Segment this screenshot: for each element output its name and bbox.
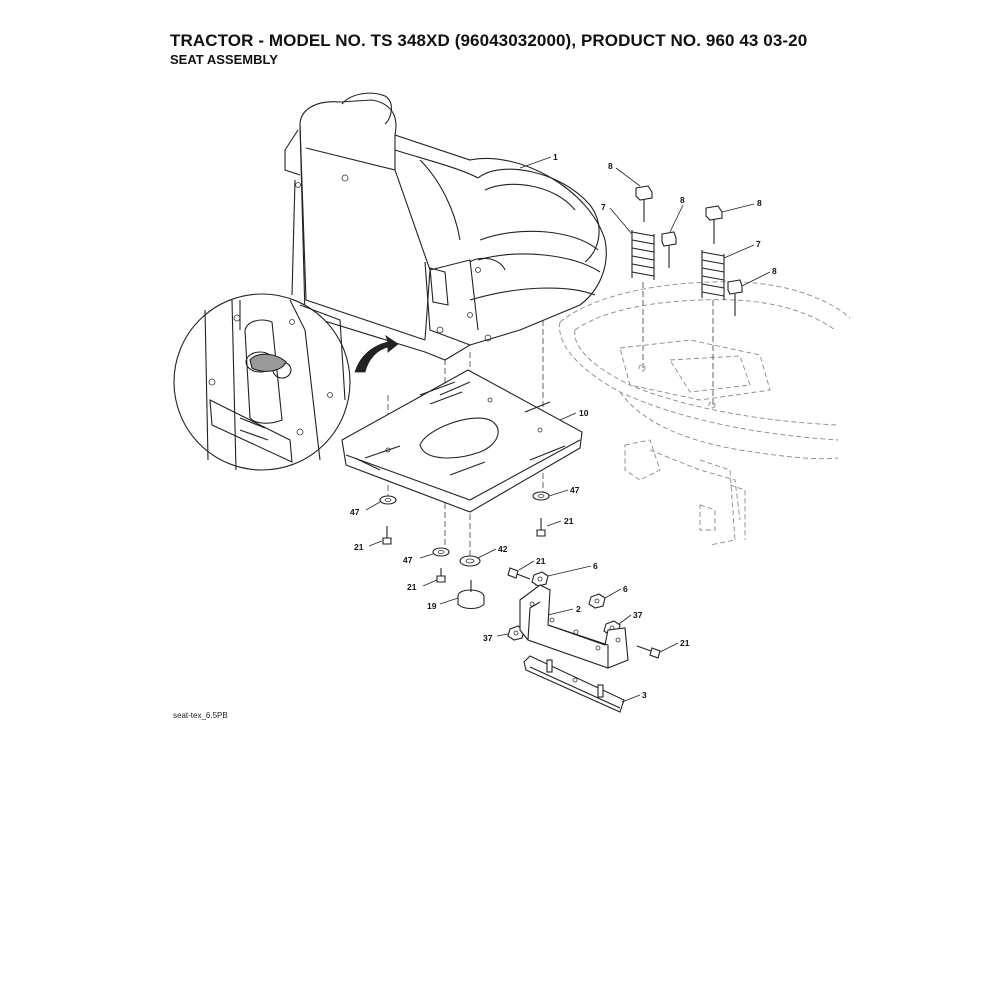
leader-lines xyxy=(365,156,771,703)
callout-7: 7 xyxy=(601,202,606,212)
spring-right xyxy=(701,250,725,300)
callout-8: 8 xyxy=(757,198,762,208)
detail-arrow-icon xyxy=(354,335,399,373)
callout-2: 2 xyxy=(576,604,581,614)
page-subtitle: SEAT ASSEMBLY xyxy=(170,52,278,67)
callout-8: 8 xyxy=(772,266,777,276)
callout-3: 3 xyxy=(642,690,647,700)
screw-21d xyxy=(507,567,531,580)
screw-21a xyxy=(382,526,392,545)
bolt-8b xyxy=(661,231,677,268)
callout-21: 21 xyxy=(354,542,364,552)
washer-47c xyxy=(432,547,450,557)
callout-47: 47 xyxy=(350,507,360,517)
callout-10: 10 xyxy=(579,408,589,418)
tractor-frame-ghost xyxy=(559,281,851,546)
bolt-8a xyxy=(635,185,653,222)
callout-8: 8 xyxy=(608,161,613,171)
callout-6: 6 xyxy=(593,561,598,571)
callout-47: 47 xyxy=(570,485,580,495)
callout-6: 6 xyxy=(623,584,628,594)
washer-42 xyxy=(459,555,481,567)
springs-and-bolts xyxy=(631,185,743,316)
nut-6a xyxy=(531,571,549,587)
seat-plate xyxy=(341,369,583,513)
callout-labels: 1 8 7 8 8 7 8 10 47 47 21 21 47 42 21 21… xyxy=(350,152,777,700)
washer-47a xyxy=(379,495,397,505)
callout-21: 21 xyxy=(536,556,546,566)
callout-7: 7 xyxy=(756,239,761,249)
callout-37: 37 xyxy=(633,610,643,620)
callout-1: 1 xyxy=(553,152,558,162)
page-title: TRACTOR - MODEL NO. TS 348XD (9604303200… xyxy=(170,31,808,50)
drawing-id: seat-tex_6.5PB xyxy=(173,711,228,720)
bolt-8d xyxy=(727,279,743,316)
callout-19: 19 xyxy=(427,601,437,611)
callout-21: 21 xyxy=(564,516,574,526)
spring-left xyxy=(631,230,655,280)
callout-8: 8 xyxy=(680,195,685,205)
screw-21c xyxy=(436,568,446,583)
seat-bracket xyxy=(519,584,629,669)
knob-19 xyxy=(457,580,485,610)
nut-6b xyxy=(588,593,606,609)
callout-42: 42 xyxy=(498,544,508,554)
screw-21b xyxy=(536,518,546,537)
callout-37: 37 xyxy=(483,633,493,643)
washer-47b xyxy=(532,491,550,501)
callout-21: 21 xyxy=(407,582,417,592)
callout-47: 47 xyxy=(403,555,413,565)
slide-rail xyxy=(523,655,625,713)
seat xyxy=(284,92,607,361)
detail-view-circle xyxy=(173,293,351,471)
screw-21e xyxy=(636,645,661,659)
callout-21: 21 xyxy=(680,638,690,648)
bolt-8c xyxy=(705,205,723,244)
